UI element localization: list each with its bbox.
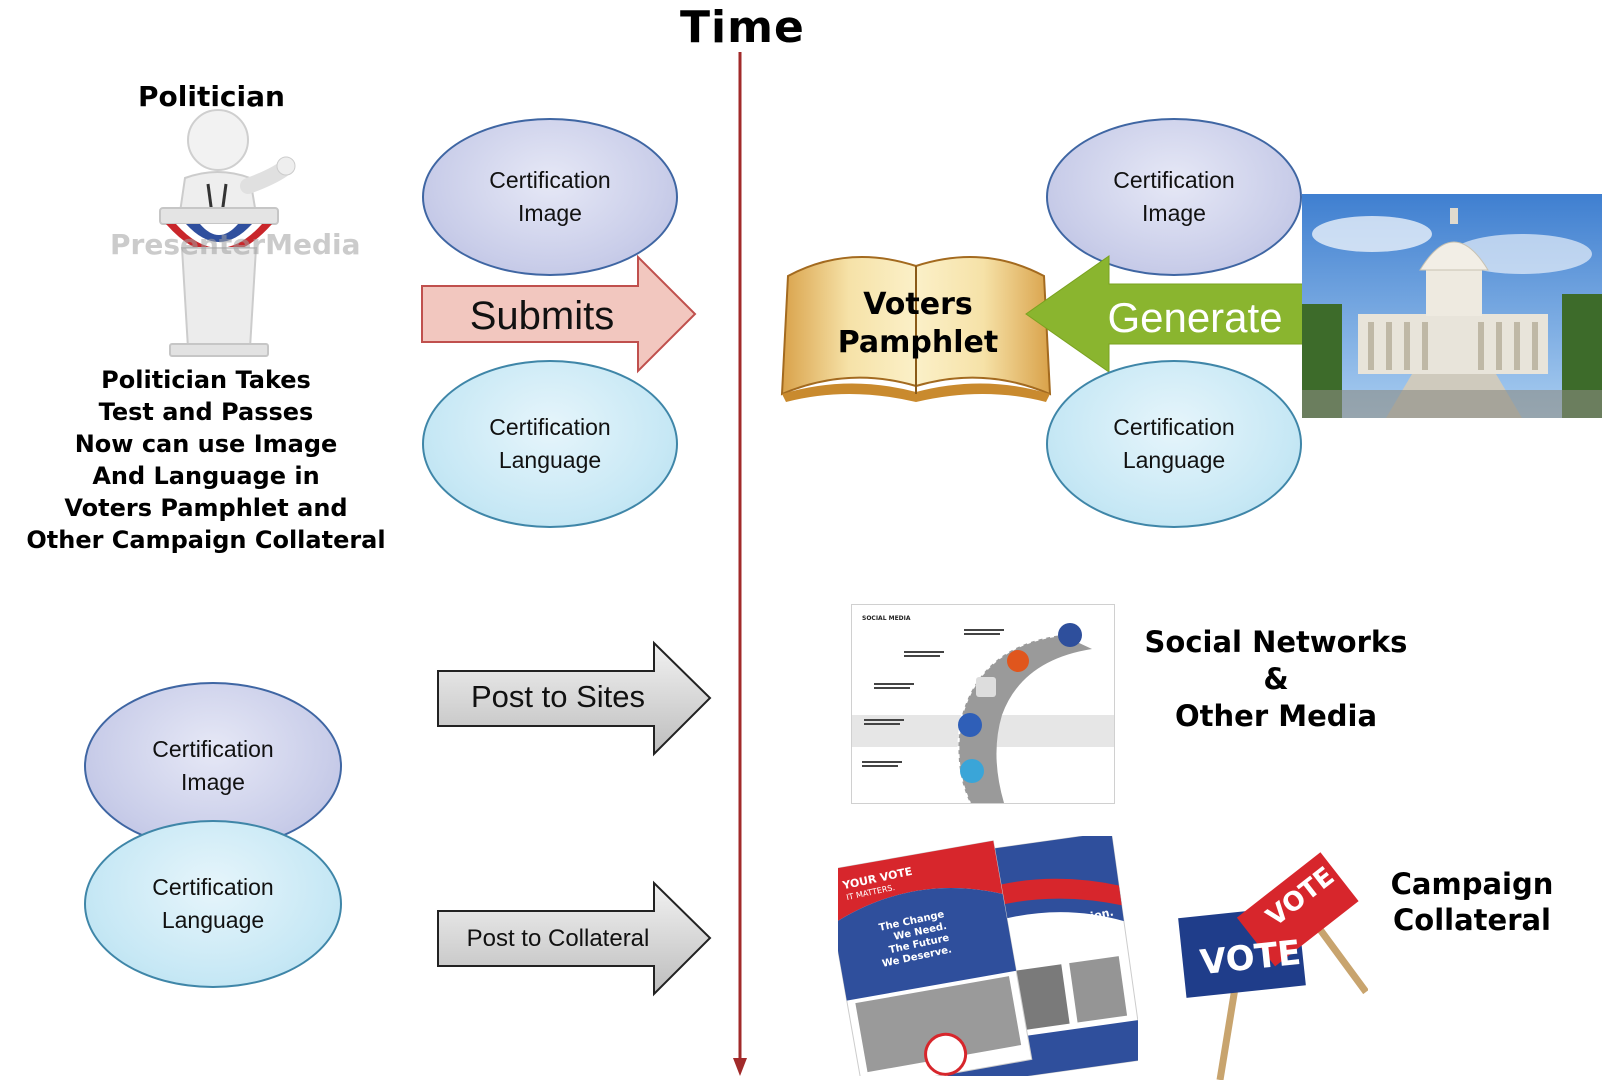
description-line: And Language in — [92, 462, 320, 490]
timeline-title: Time — [680, 2, 805, 53]
cert-image-bubble-bottom-left: Certification Image — [84, 682, 342, 850]
generate-arrow — [1025, 255, 1321, 373]
bubble-line: Certification — [489, 167, 611, 193]
cert-language-bubble-top-right: Certification Language — [1046, 360, 1302, 528]
cert-language-bubble-bottom-left: Certification Language — [84, 820, 342, 988]
submits-arrow — [421, 254, 697, 374]
campaign-collateral-title: Campaign Collateral — [1372, 866, 1572, 938]
bubble-line: Language — [1122, 447, 1226, 473]
politician-title: Politician — [138, 80, 285, 113]
post-to-sites-label: Post to Sites — [470, 679, 646, 714]
collateral-title-line: Campaign — [1390, 867, 1554, 901]
bubble-line: Language — [161, 907, 265, 933]
generate-arrow-label: Generate — [1107, 294, 1283, 341]
social-road-graphic — [852, 623, 1114, 803]
cert-image-bubble-top-left: Certification Image — [422, 118, 678, 276]
voters-pamphlet-label: Voters Pamphlet — [818, 286, 1018, 362]
bubble-line: Certification — [1113, 414, 1235, 440]
collateral-title-line: Collateral — [1393, 903, 1551, 937]
open-book-illustration — [780, 256, 1052, 402]
bubble-line: Image — [181, 769, 245, 795]
bubble-line: Image — [518, 200, 582, 226]
bubble-line: Language — [498, 447, 602, 473]
capitol-building-photo — [1302, 194, 1602, 418]
vote-signs-image — [1178, 852, 1368, 1080]
bubble-line: Certification — [152, 736, 274, 762]
post-to-collateral-arrow — [437, 880, 712, 997]
timeline-line — [733, 52, 747, 1076]
social-networks-title: Social Networks & Other Media — [1126, 624, 1426, 735]
pamphlet-line: Pamphlet — [837, 325, 999, 360]
bubble-line: Certification — [152, 874, 274, 900]
bubble-line: Certification — [1113, 167, 1235, 193]
slide-title: SOCIAL MEDIA — [862, 615, 911, 622]
description-line: Voters Pamphlet and — [64, 494, 348, 522]
social-title-line: Social Networks — [1144, 625, 1408, 659]
description-line: Now can use Image — [74, 430, 338, 458]
politician-figure — [159, 109, 296, 357]
cert-language-bubble-top-left: Certification Language — [422, 360, 678, 528]
post-to-collateral-label: Post to Collateral — [466, 925, 650, 952]
description-line: Test and Passes — [98, 398, 314, 426]
social-title-line: & — [1263, 662, 1289, 696]
description-line: Politician Takes — [101, 366, 311, 394]
politician-watermark: PresenterMedia — [110, 228, 361, 261]
social-media-slide-thumbnail: SOCIAL MEDIA — [851, 604, 1115, 804]
bubble-line: Certification — [489, 414, 611, 440]
pamphlet-line: Voters — [863, 287, 973, 322]
election-flyers-image — [838, 836, 1138, 1076]
bubble-line: Image — [1142, 200, 1206, 226]
description-line: Other Campaign Collateral — [26, 526, 386, 554]
social-title-line: Other Media — [1174, 699, 1378, 733]
post-to-sites-arrow — [437, 640, 712, 757]
cert-image-bubble-top-right: Certification Image — [1046, 118, 1302, 276]
politician-description: Politician Takes Test and Passes Now can… — [0, 364, 412, 556]
submits-arrow-label: Submits — [469, 293, 615, 338]
